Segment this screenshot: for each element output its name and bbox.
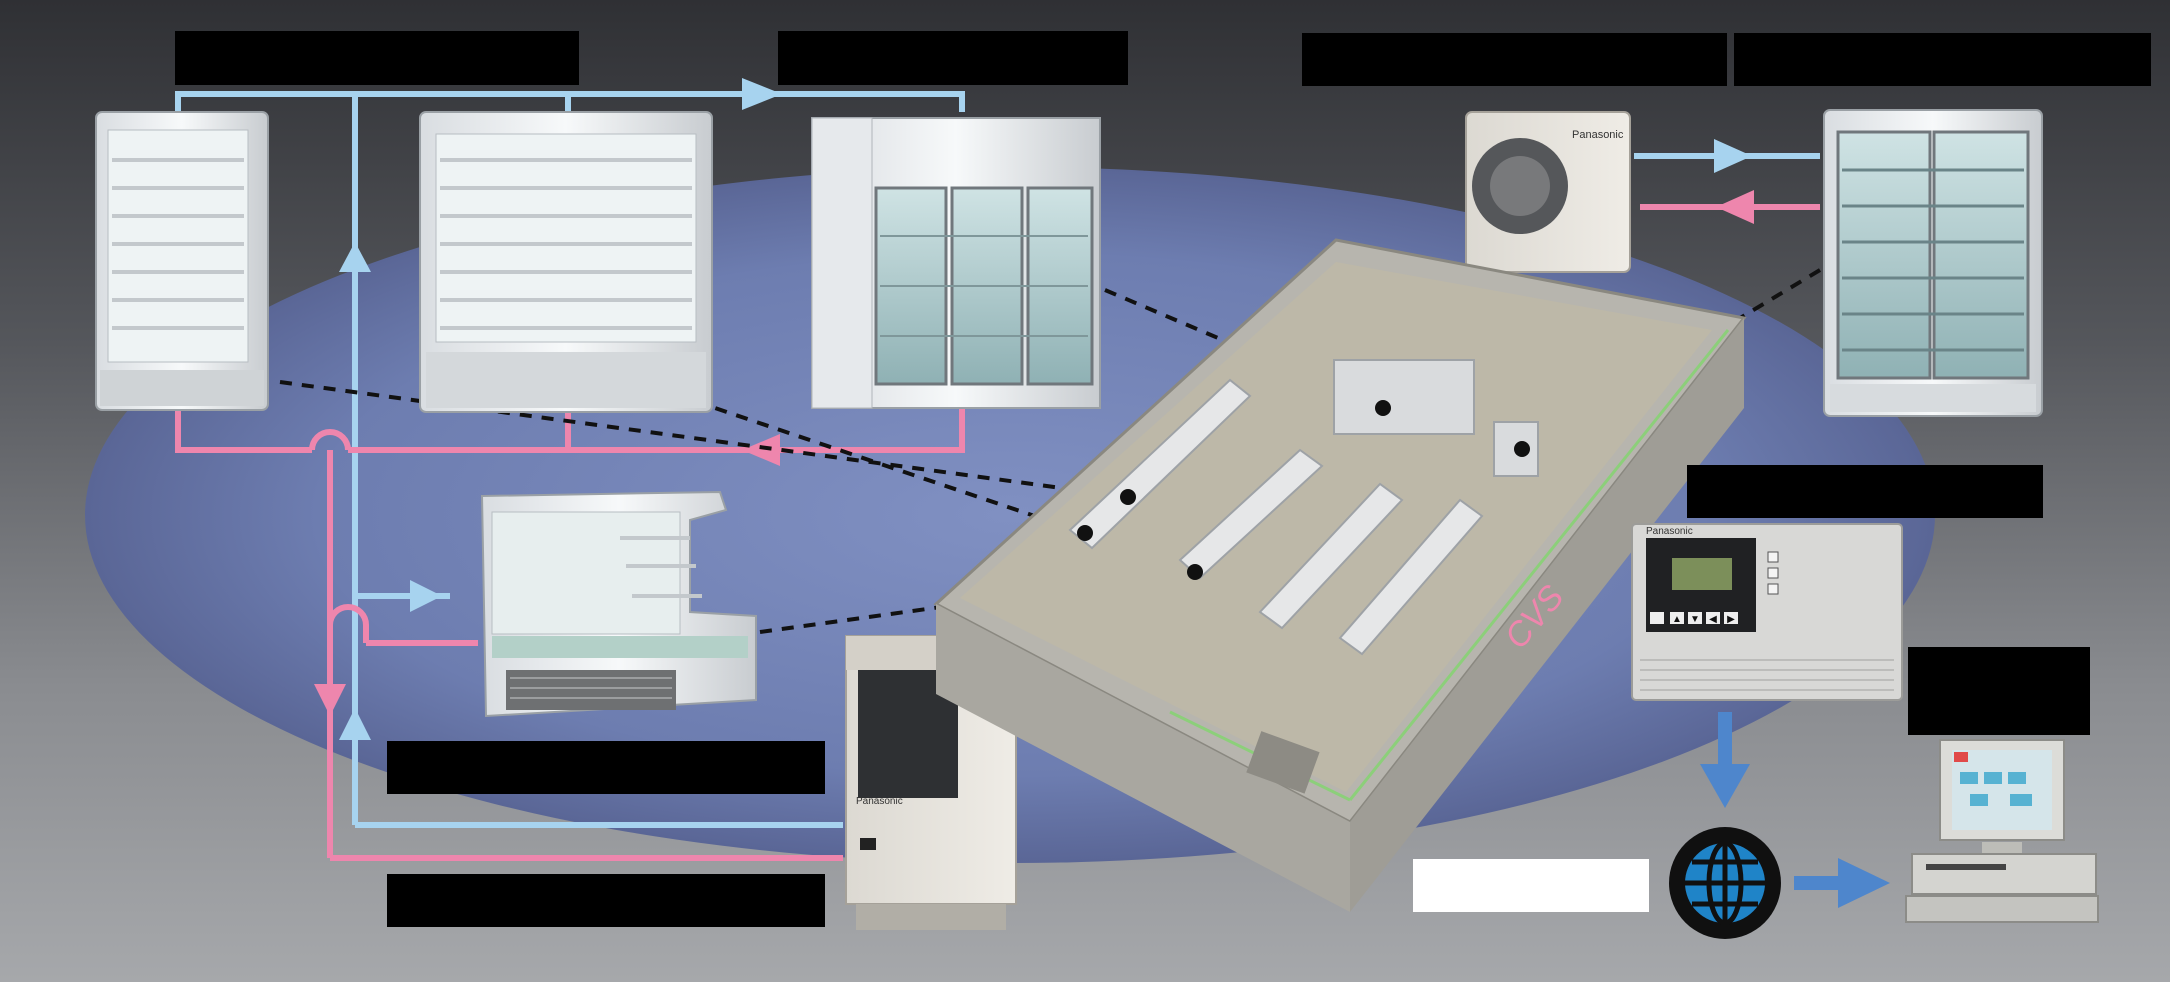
convenience-store: CVS — [933, 238, 1747, 912]
controller-brand: Panasonic — [1646, 526, 1693, 537]
supply-piping — [175, 91, 1820, 828]
condensing-unit-brand: Panasonic — [856, 796, 903, 807]
label-top-right-b — [1734, 33, 2151, 86]
label-pc — [1908, 647, 2090, 735]
outdoor-ac-unit: Panasonic — [1465, 111, 1631, 273]
open-showcase-wide — [419, 111, 713, 413]
label-top-center — [778, 31, 1128, 85]
condensing-unit: Panasonic — [845, 635, 1017, 930]
reach-in-refrigerator — [1823, 109, 2043, 417]
label-controller — [1687, 465, 2043, 518]
controller-button-right[interactable]: ▶ — [1727, 614, 1735, 625]
return-piping — [175, 204, 1820, 861]
controller-button-left[interactable]: ◀ — [1709, 614, 1717, 625]
label-network — [1413, 859, 1649, 912]
open-showcase-low — [480, 490, 757, 718]
label-open-case — [387, 741, 825, 794]
store-shelves — [1068, 359, 1539, 656]
location-dots — [1077, 400, 1530, 580]
data-flow-arrows — [1700, 712, 1890, 908]
controller-unit: Panasonic ▲ ▼ ◀ ▶ — [1631, 523, 1903, 701]
walk-in-cooler — [811, 117, 1101, 409]
label-top-right-a — [1302, 33, 1727, 86]
pc-computer — [1905, 739, 2099, 923]
globe-icon — [1669, 827, 1781, 939]
controller-button-up[interactable]: ▲ — [1672, 614, 1682, 625]
return-arrows — [314, 190, 1754, 716]
label-condensing-unit — [387, 874, 825, 927]
label-top-left — [175, 31, 579, 85]
outdoor-unit-brand: Panasonic — [1572, 129, 1624, 141]
supply-arrows — [339, 78, 1752, 740]
controller-button-down[interactable]: ▼ — [1690, 614, 1700, 625]
open-showcase-tall — [95, 111, 269, 411]
